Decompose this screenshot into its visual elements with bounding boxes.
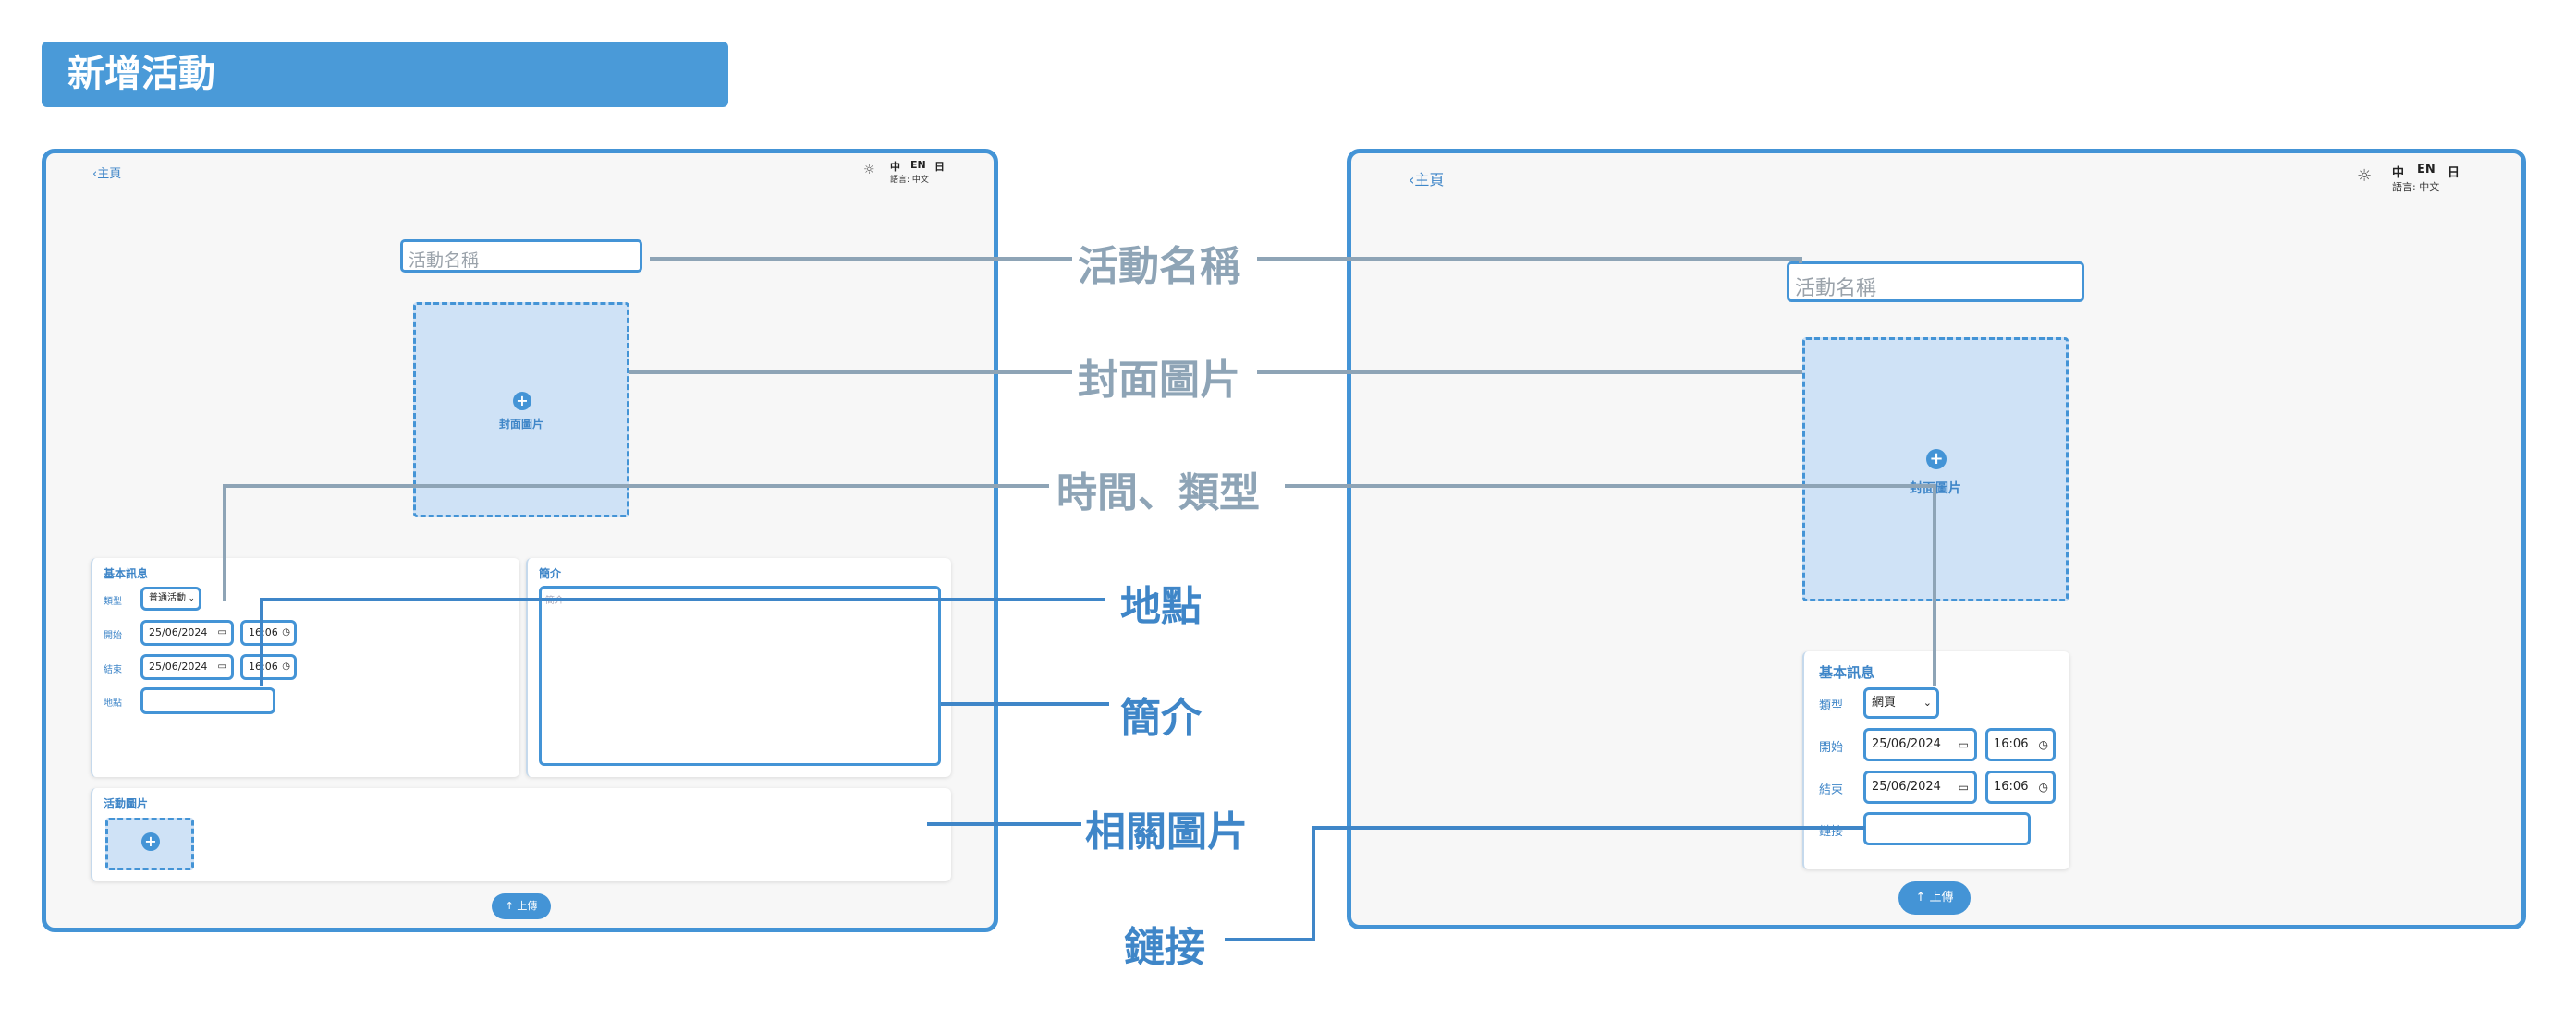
callout-cover-image: 封面圖片 [1078,357,1240,404]
connector-time-right [1285,484,1936,686]
intro-title: 簡介 [539,567,562,580]
activity-name-input-left[interactable]: 活動名稱 [400,239,642,273]
location-label: 地點 [104,698,122,709]
plus-icon: + [1926,449,1947,469]
calendar-icon: ▭ [1958,781,1969,794]
arrow-up-icon: ↑ [505,900,514,912]
cover-image-upload-left[interactable]: + 封面圖片 [413,302,629,517]
connector-location [260,598,1105,686]
arrow-up-icon: ↑ [1915,891,1926,905]
end-label: 結束 [104,665,122,675]
back-link-right[interactable]: ‹主頁 [1409,171,1445,188]
callout-link: 鏈接 [1124,924,1205,971]
chevron-left-icon: ‹ [92,167,98,181]
callout-related-images: 相關圖片 [1085,808,1248,856]
lang-ja-right[interactable]: 日 [2448,166,2460,180]
start-date-input-left[interactable]: 25/06/2024▭ [140,620,234,646]
chevron-down-icon: ⌄ [188,594,195,603]
basic-info-card-right: 基本訊息 類型 網頁⌄ 開始 25/06/2024▭ 16:06◷ 結束 25/… [1802,651,2069,869]
language-status-left: 語言: 中文 [890,176,929,185]
lang-en-right[interactable]: EN [2417,163,2436,176]
callout-intro: 簡介 [1120,695,1202,742]
activity-images-title: 活動圖片 [104,797,149,810]
end-date-input-left[interactable]: 25/06/2024▭ [140,654,234,680]
activity-name-placeholder: 活動名稱 [409,250,480,271]
activity-name-input-right[interactable]: 活動名稱 [1787,261,2084,302]
connector-time-left [223,484,1049,601]
calendar-icon: ▭ [217,627,226,637]
sun-icon[interactable]: ☼ [863,163,875,177]
lang-en-left[interactable]: EN [910,159,926,171]
start-date-input-right[interactable]: 25/06/2024▭ [1863,728,1977,761]
link-input-right[interactable] [1863,812,2031,845]
basic-info-title: 基本訊息 [104,567,149,580]
intro-card-left: 簡介 簡介 [526,558,951,777]
plus-icon: + [141,832,160,851]
chevron-left-icon: ‹ [1409,171,1415,188]
page-title: 新增活動 [42,42,728,107]
lang-zh-right[interactable]: 中 [2392,166,2405,180]
calendar-icon: ▭ [217,662,226,672]
type-label: 類型 [104,597,122,607]
callout-time-type: 時間、類型 [1056,469,1260,516]
callout-activity-name: 活動名稱 [1078,243,1240,290]
language-status-right: 語言: 中文 [2392,181,2440,193]
clock-icon: ◷ [282,627,290,637]
end-label: 結束 [1819,783,1844,797]
end-time-input-left[interactable]: 16:06◷ [240,654,297,680]
cover-label: 封面圖片 [498,418,543,431]
upload-button-left[interactable]: ↑ 上傳 [492,893,551,919]
basic-info-card-left: 基本訊息 類型 普通活動⌄ 開始 25/06/2024▭ 16:06◷ 結束 2… [91,558,519,777]
connector-link [1225,826,1865,941]
callout-location: 地點 [1120,583,1202,630]
back-link-left[interactable]: ‹主頁 [92,167,122,181]
clock-icon: ◷ [2038,781,2048,794]
add-image-button-left[interactable]: + [105,818,194,870]
end-date-input-right[interactable]: 25/06/2024▭ [1863,771,1977,804]
lang-zh-left[interactable]: 中 [890,161,900,173]
clock-icon: ◷ [282,662,290,672]
location-input-left[interactable] [140,687,275,714]
clock-icon: ◷ [2038,738,2048,751]
end-time-input-right[interactable]: 16:06◷ [1985,771,2056,804]
chevron-down-icon: ⌄ [1923,697,1932,709]
plus-icon: + [513,392,531,410]
type-select-left[interactable]: 普通活動⌄ [140,587,201,611]
calendar-icon: ▭ [1958,738,1969,751]
connector-name-right [1257,257,1802,263]
upload-button-right[interactable]: ↑ 上傳 [1898,881,1971,915]
activity-images-card-left: 活動圖片 + [91,788,951,881]
sun-icon[interactable]: ☼ [2357,166,2373,186]
start-label: 開始 [104,631,122,641]
intro-textarea-left[interactable]: 簡介 [539,586,941,766]
activity-name-placeholder: 活動名稱 [1795,277,1877,300]
basic-info-title: 基本訊息 [1819,664,1875,681]
type-select-right[interactable]: 網頁⌄ [1863,687,1939,719]
start-label: 開始 [1819,741,1844,755]
start-time-input-right[interactable]: 16:06◷ [1985,728,2056,761]
type-label: 類型 [1819,699,1844,713]
lang-ja-left[interactable]: 日 [934,161,945,173]
